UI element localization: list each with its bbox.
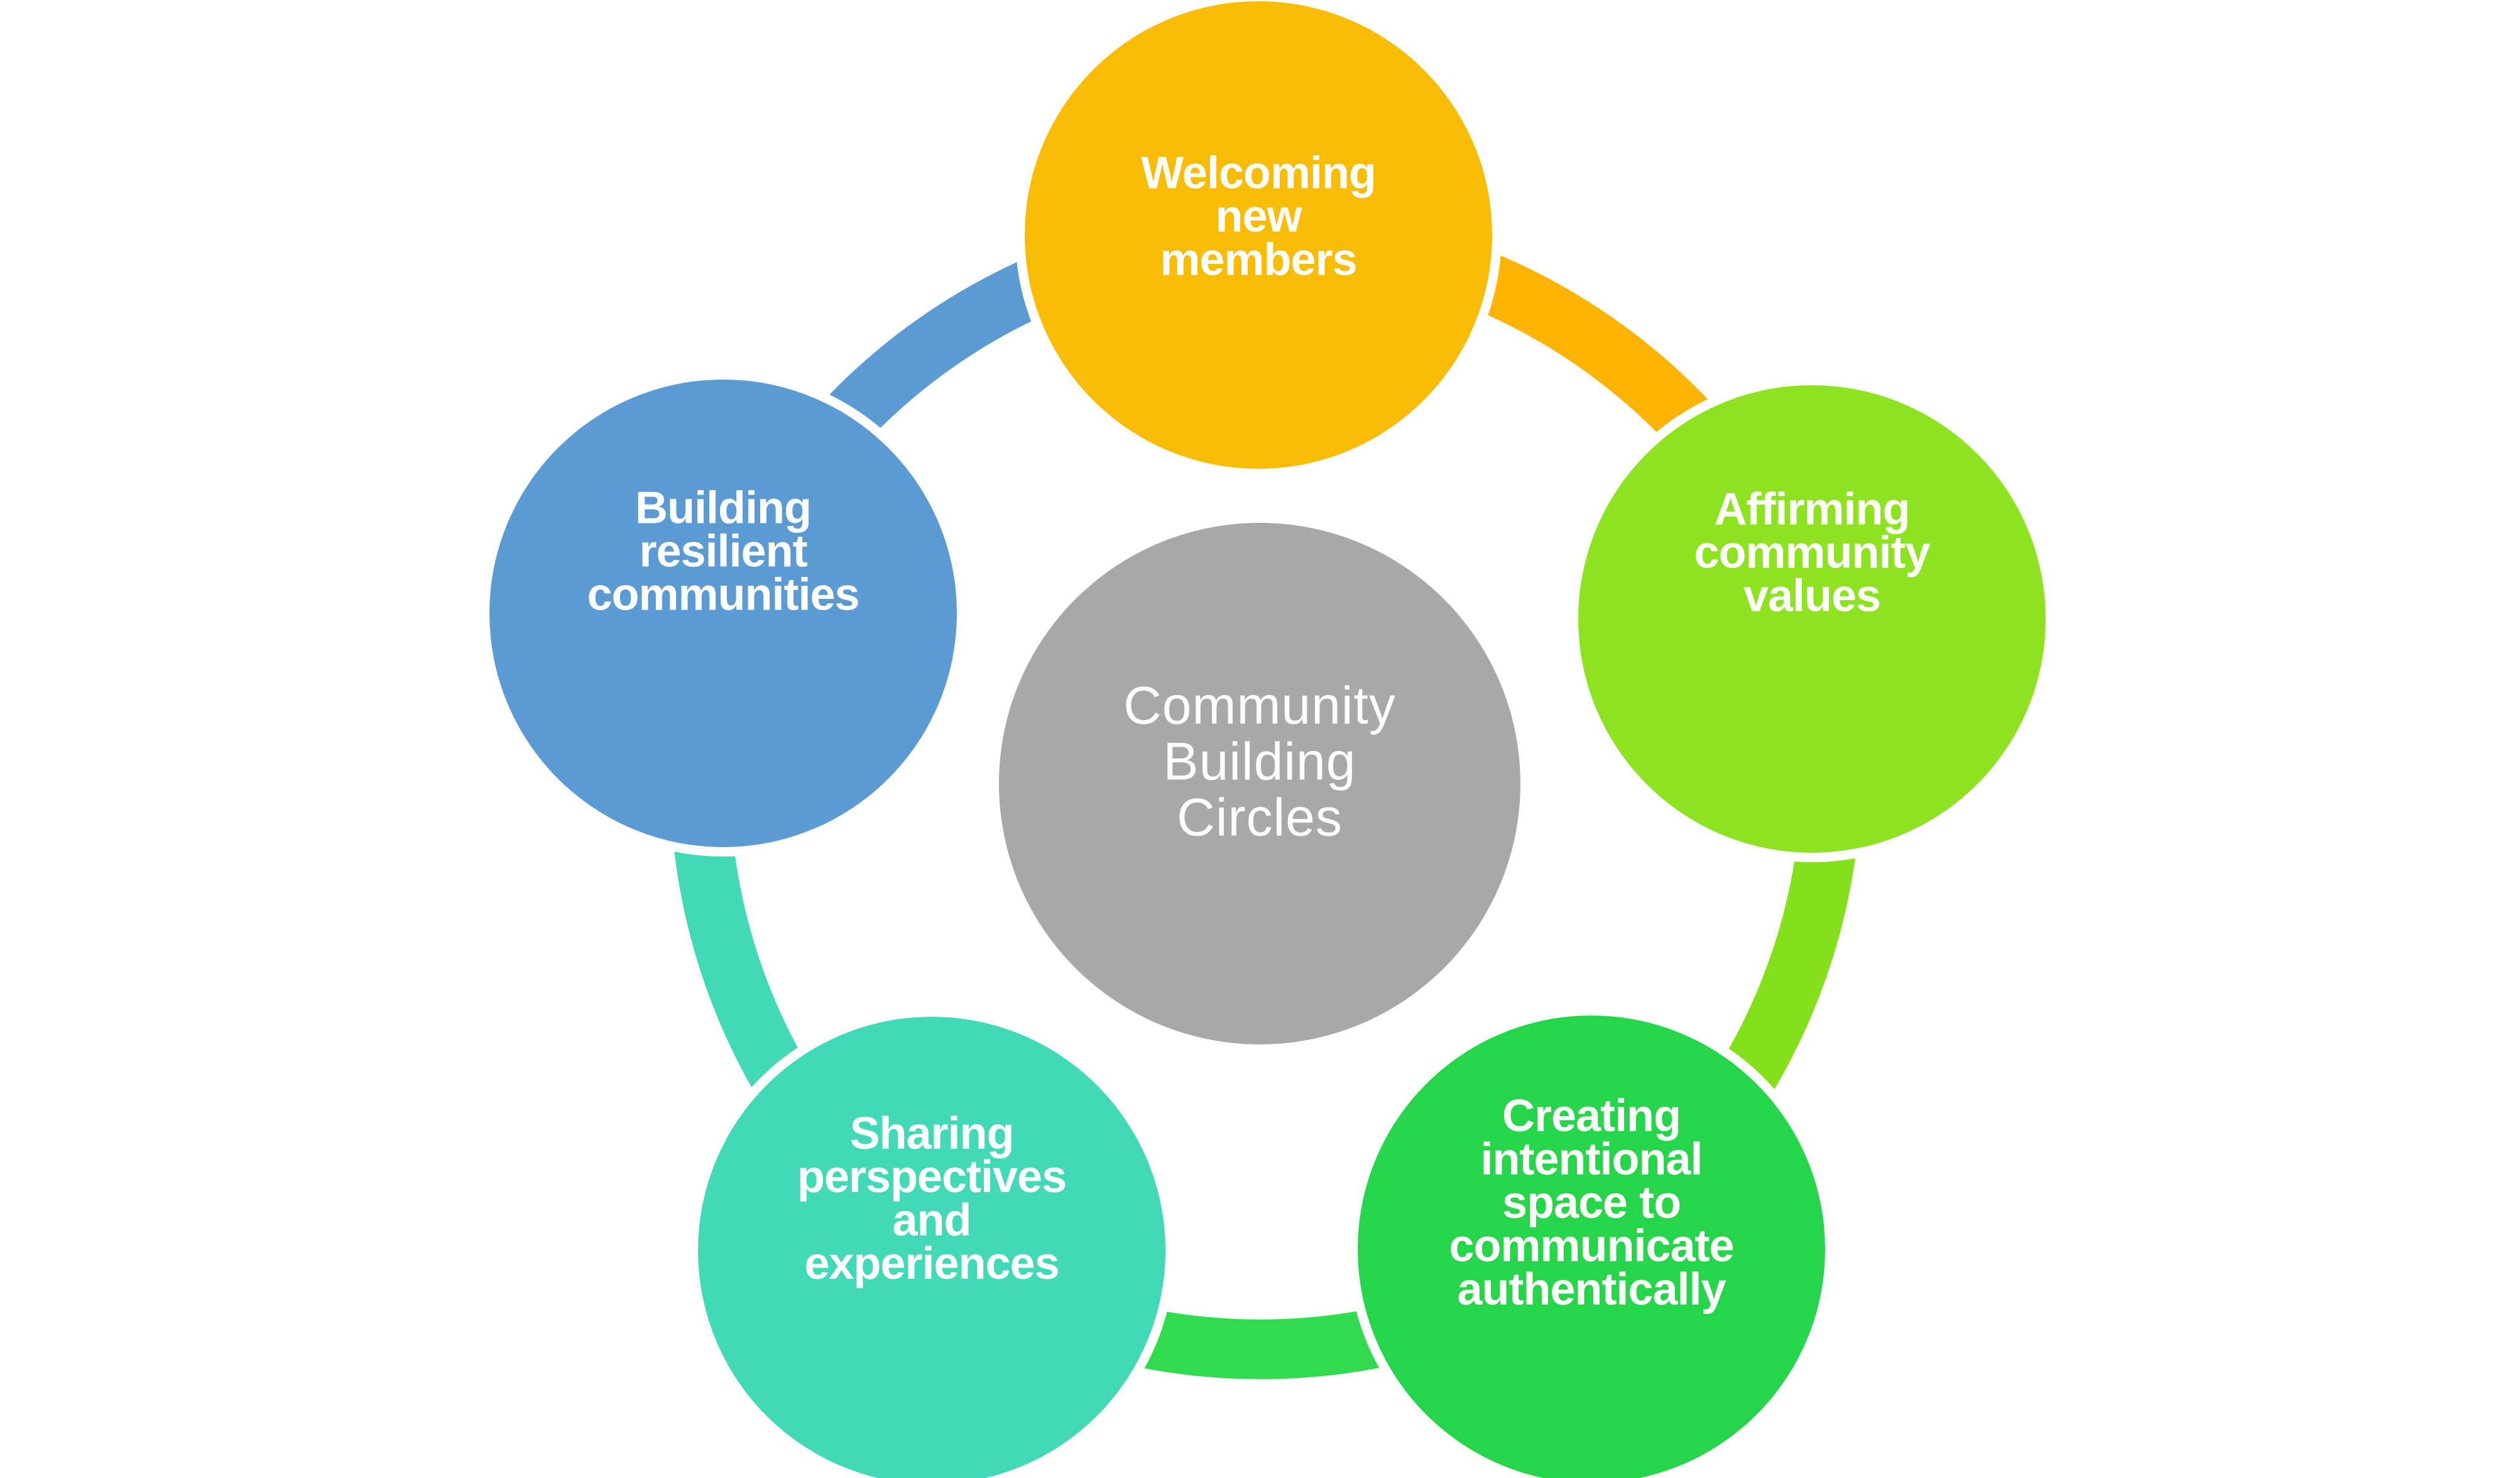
node-circle-welcoming-new-members	[1025, 1, 1492, 469]
node-circles	[489, 1, 2046, 1478]
node-label-creating-intentional-space: Creating intentional space to communicat…	[1449, 1091, 1734, 1315]
node-circle-sharing-perspectives	[698, 1017, 1165, 1478]
center-circle	[999, 523, 1520, 1044]
node-circle-affirming-community-values	[1578, 385, 2046, 853]
node-label-sharing-perspectives: Sharing perspectives and experiences	[797, 1108, 1067, 1289]
node-circle-creating-intentional-space	[1358, 1015, 1825, 1478]
node-label-welcoming-new-members: Welcoming new members	[1141, 148, 1377, 285]
node-label-affirming-community-values: Affirming community values	[1694, 484, 1930, 621]
node-circle-building-resilient-communities	[489, 380, 957, 847]
center-label: Community Building Circles	[1123, 676, 1396, 847]
node-label-building-resilient-communities: Building resilient communities	[587, 483, 859, 620]
